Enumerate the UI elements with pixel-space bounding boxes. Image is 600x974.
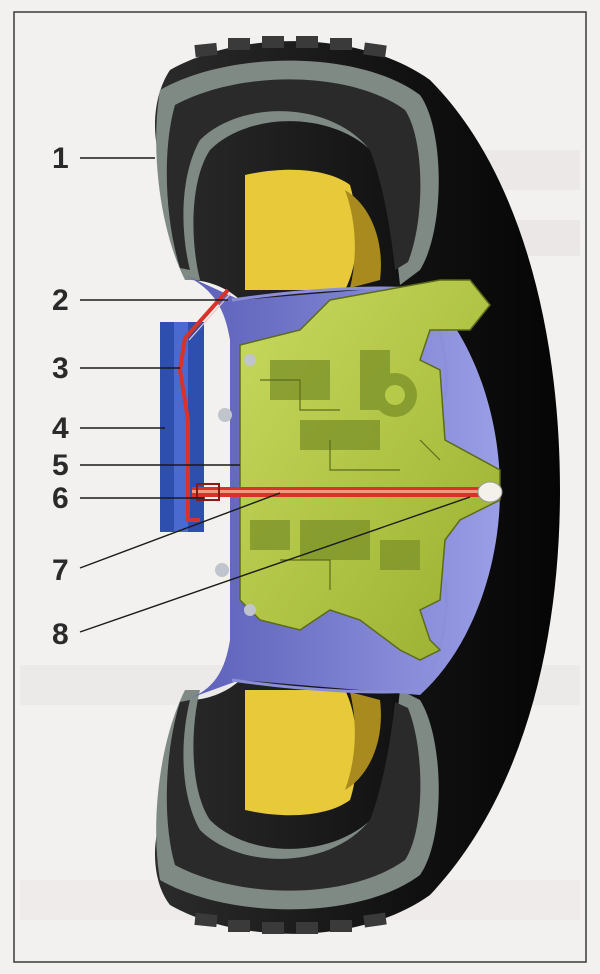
tread-blocks — [194, 36, 387, 934]
air-passage — [177, 288, 503, 522]
blue-bracket-face — [174, 322, 188, 532]
callout-6: 6 — [52, 482, 69, 515]
callout-3: 3 — [52, 352, 69, 385]
hub-assembly — [215, 279, 501, 661]
tire-inner-bottom — [166, 700, 421, 891]
leader-7 — [79, 492, 281, 569]
yellow-rim-insert — [245, 169, 381, 816]
callout-5: 5 — [52, 449, 69, 482]
callout-8: 8 — [52, 618, 69, 651]
leader-lines — [79, 157, 471, 633]
leader-8 — [79, 496, 471, 633]
figure-border — [13, 11, 587, 963]
callout-labels: 1 2 3 4 5 6 7 8 — [52, 142, 69, 651]
callout-1: 1 — [52, 142, 69, 175]
callout-4: 4 — [52, 412, 69, 445]
callout-7: 7 — [52, 554, 69, 587]
callout-2: 2 — [52, 284, 69, 317]
tire-inner-top — [166, 79, 421, 271]
